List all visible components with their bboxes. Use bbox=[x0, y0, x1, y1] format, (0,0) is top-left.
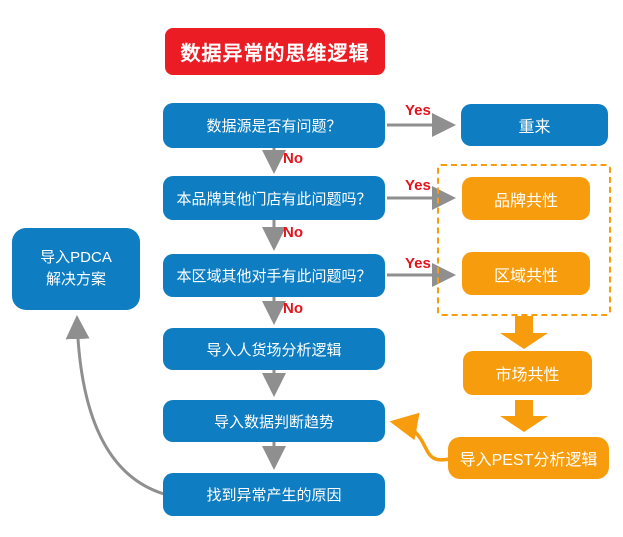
node-pest-analysis[interactable]: 导入PEST分析逻辑 bbox=[448, 437, 609, 479]
node-brand-commonality[interactable]: 品牌共性 bbox=[462, 177, 590, 220]
label-no-1: No bbox=[283, 150, 303, 167]
pdca-line1: 导入PDCA bbox=[40, 248, 112, 266]
label-yes-1: Yes bbox=[405, 102, 431, 119]
block-arrow-market-to-pest bbox=[500, 400, 548, 432]
node-pdca-solution[interactable]: 导入PDCA 解决方案 bbox=[12, 228, 140, 310]
node-question-brand-stores[interactable]: 本品牌其他门店有此问题吗？ bbox=[163, 176, 385, 220]
node-step-data-trend[interactable]: 导入数据判断趋势 bbox=[163, 400, 385, 442]
arrow-s6-to-pdca bbox=[65, 315, 165, 496]
node-step-find-cause[interactable]: 找到异常产生的原因 bbox=[163, 473, 385, 516]
node-region-commonality[interactable]: 区域共性 bbox=[462, 252, 590, 295]
pdca-line2: 解决方案 bbox=[45, 271, 106, 288]
node-market-commonality[interactable]: 市场共性 bbox=[463, 351, 592, 395]
commonality-group-frame bbox=[437, 164, 611, 316]
label-no-2: No bbox=[283, 224, 303, 241]
node-question-region-competitors[interactable]: 本区域其他对手有此问题吗？ bbox=[163, 254, 385, 297]
block-arrow-group-to-market bbox=[500, 316, 548, 349]
label-yes-3: Yes bbox=[405, 255, 431, 272]
arrow-pest-to-s5 bbox=[389, 412, 450, 462]
diagram-title: 数据异常的思维逻辑 bbox=[165, 28, 385, 75]
label-yes-2: Yes bbox=[405, 177, 431, 194]
label-no-3: No bbox=[283, 300, 303, 317]
node-step-people-goods-place[interactable]: 导入人货场分析逻辑 bbox=[163, 328, 385, 370]
node-question-data-source[interactable]: 数据源是否有问题？ bbox=[163, 103, 385, 148]
node-redo[interactable]: 重来 bbox=[461, 104, 608, 146]
